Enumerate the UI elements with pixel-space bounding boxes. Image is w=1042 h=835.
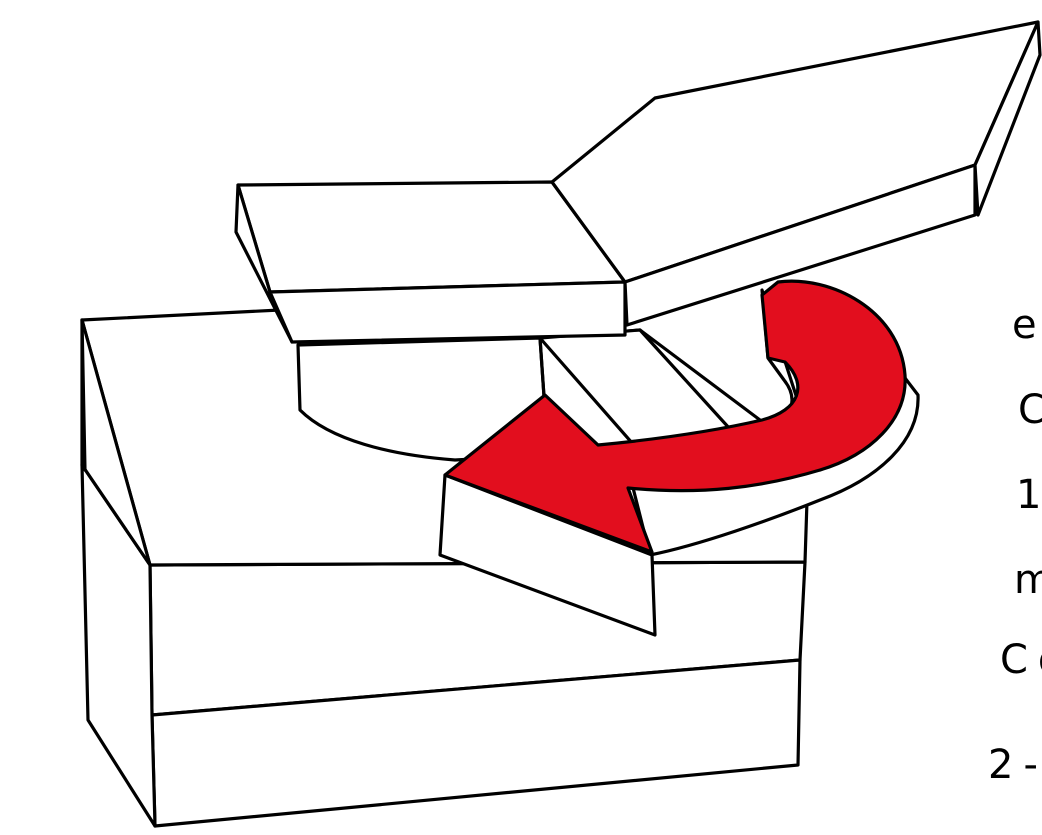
annotation-line-6: 2- — [988, 745, 1042, 785]
annotation-line-1: e — [1012, 305, 1042, 345]
top-plate — [236, 182, 625, 342]
annotation-line-2: C — [1018, 390, 1042, 430]
annotation-line-4: m — [1014, 560, 1042, 600]
annotation-line-3: 1 — [1016, 475, 1042, 515]
hinged-lid — [552, 22, 1040, 325]
annotation-line-5: Co — [1000, 640, 1042, 680]
